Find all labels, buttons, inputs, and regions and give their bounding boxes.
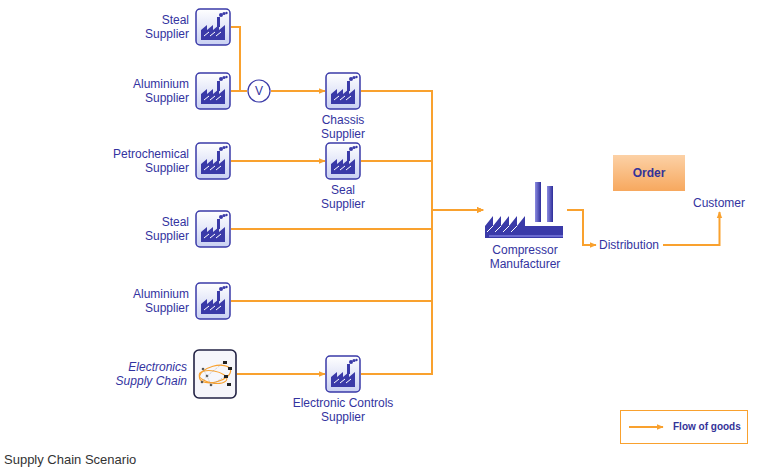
flow-connector: [231, 160, 325, 162]
fac-picture: [325, 355, 361, 393]
fac-picture: [195, 142, 231, 180]
node-label: Steal Supplier: [123, 215, 189, 243]
flow-connector: [271, 90, 325, 92]
flow-connector: [663, 212, 720, 245]
flow-connector: [361, 210, 483, 374]
text-node: Customer: [690, 194, 749, 212]
comp-picture: [483, 180, 567, 240]
flow-connector: [361, 91, 483, 210]
flow-connector: [361, 161, 483, 210]
supplier-icon: Petrochemical Supplier: [195, 142, 231, 180]
elec-picture: [193, 349, 237, 399]
text-node: Distribution: [596, 236, 663, 254]
supplier-icon: Aluminium Supplier: [195, 72, 231, 110]
node-label: Petrochemical Supplier: [99, 147, 189, 175]
node-label: Seal Supplier: [308, 183, 378, 211]
fac-picture: [325, 72, 361, 110]
supplier-icon: Seal Supplier: [325, 142, 361, 180]
supplier-icon: Steal Supplier: [195, 210, 231, 248]
fac-picture: [195, 282, 231, 320]
node-label: Electronics Supply Chain: [105, 360, 187, 388]
legend-text: Flow of goods: [673, 421, 741, 432]
fac-picture: [195, 8, 231, 46]
node-label: Chassis Supplier: [308, 113, 378, 141]
supplier-icon: Aluminium Supplier: [195, 282, 231, 320]
or-circle: V: [247, 79, 271, 103]
legend-box: Flow of goods: [620, 410, 748, 444]
node-label: Compressor Manufacturer: [475, 243, 575, 271]
node-label: Electronic Controls Supplier: [283, 396, 403, 424]
node-label: Customer: [693, 196, 746, 210]
supplier-icon: Electronics Supply Chain: [193, 349, 237, 399]
flow-connector: [237, 373, 325, 375]
node-label: Order: [613, 155, 685, 191]
node-label: Aluminium Supplier: [119, 77, 189, 105]
flow-connector: [231, 210, 483, 301]
flow-connector: [231, 90, 247, 92]
fac-picture: [195, 210, 231, 248]
node-label: Steal Supplier: [123, 13, 189, 41]
supplier-icon: Compressor Manufacturer: [483, 180, 567, 240]
supplier-icon: Steal Supplier: [195, 8, 231, 46]
fac-picture: [325, 142, 361, 180]
order-box: Order: [613, 155, 685, 191]
supplier-icon: Chassis Supplier: [325, 72, 361, 110]
node-label: Aluminium Supplier: [119, 287, 189, 315]
node-label: Distribution: [599, 238, 660, 252]
legend-line-sample: [621, 411, 671, 443]
fac-picture: [195, 72, 231, 110]
supplier-icon: Electronic Controls Supplier: [325, 355, 361, 393]
flow-connector: [231, 210, 483, 229]
node-label: V: [247, 79, 271, 103]
caption: Supply Chain Scenario: [4, 452, 136, 467]
flow-connector: [231, 27, 247, 91]
flow-connector: [567, 210, 596, 245]
